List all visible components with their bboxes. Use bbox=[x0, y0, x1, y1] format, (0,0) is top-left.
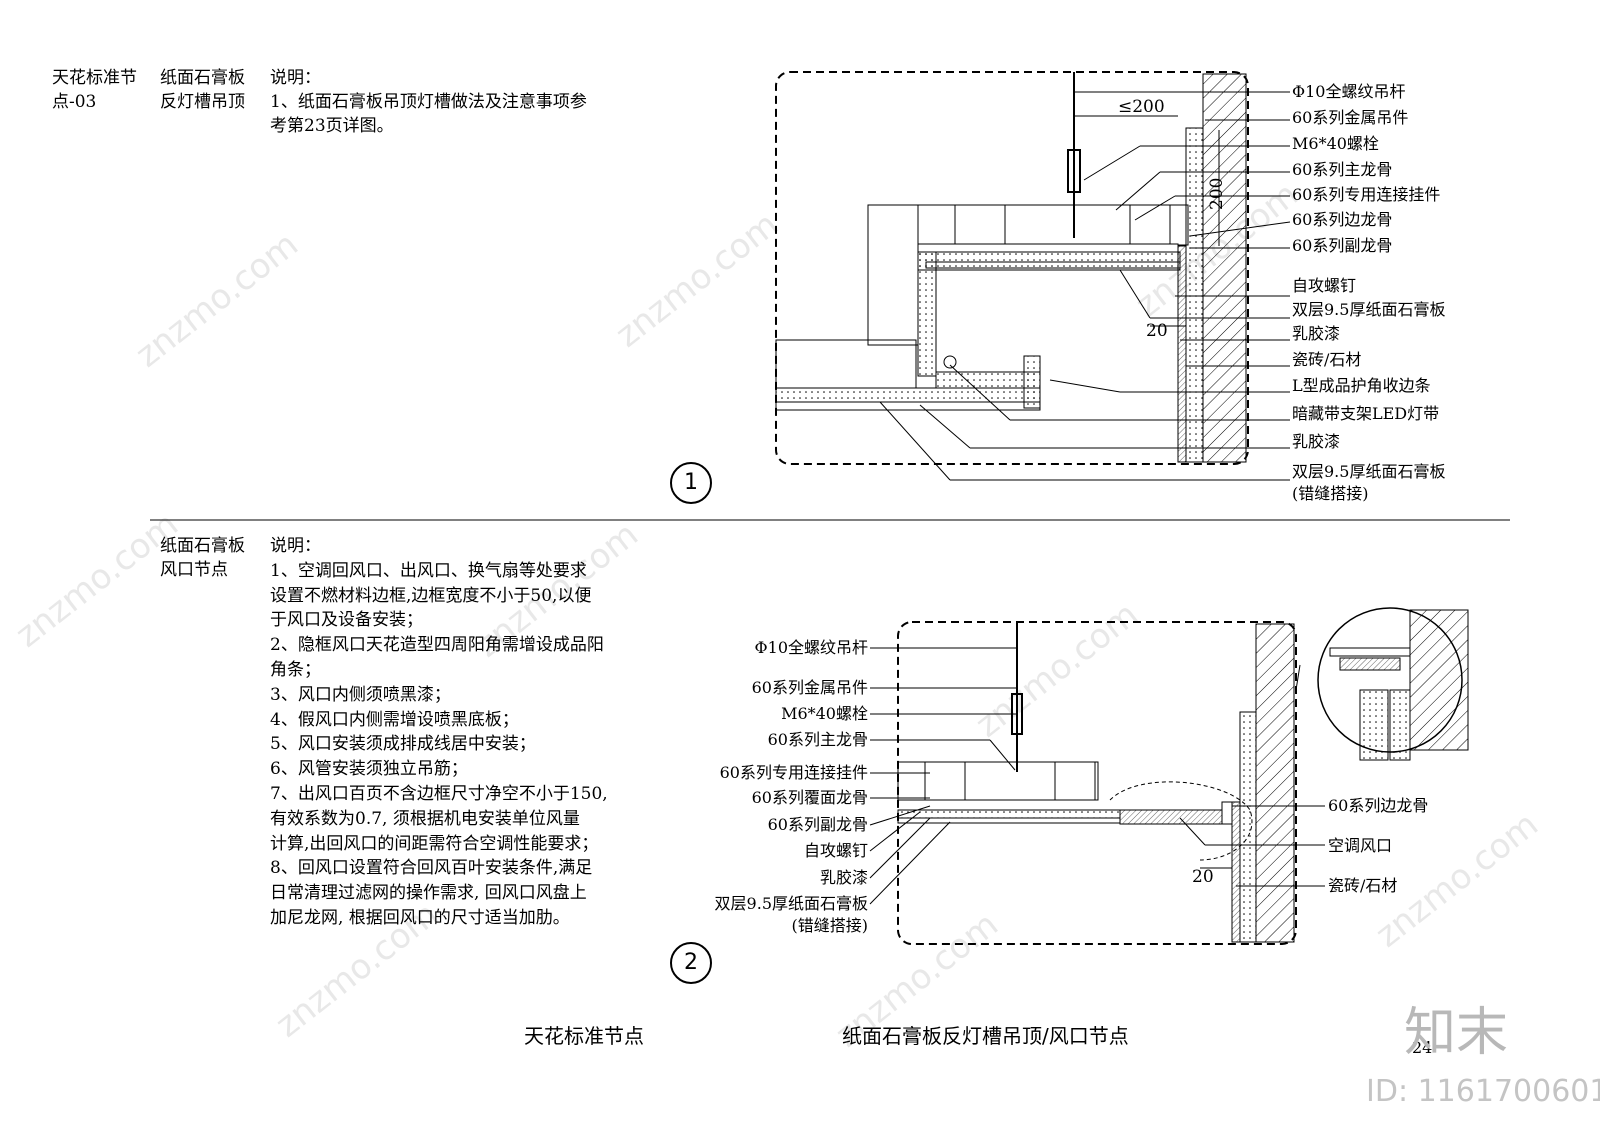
label-cover-channel: 60系列覆面龙骨 bbox=[751, 788, 868, 807]
section1-title: 天花标准节 点-03 bbox=[52, 66, 137, 114]
page-number: 24 bbox=[1412, 1038, 1433, 1057]
label-main-channel: 60系列主龙骨 bbox=[1292, 160, 1393, 179]
label-edge-channel: 60系列边龙骨 bbox=[1292, 210, 1393, 229]
label-led-strip: 暗藏带支架LED灯带 bbox=[1292, 404, 1440, 423]
section1-type: 纸面石膏板 反灯槽吊顶 bbox=[160, 66, 245, 114]
dim-vertical: 200 bbox=[1207, 178, 1227, 210]
label-bolt: M6*40螺栓 bbox=[781, 704, 868, 723]
label-gypsum-board-2: 双层9.5厚纸面石膏板 bbox=[1292, 462, 1446, 481]
image-id: ID: 1161700601 bbox=[1366, 1074, 1600, 1109]
note-line: 日常清理过滤网的操作需求, 回风口风盘上 bbox=[270, 883, 587, 904]
section1-title-line2: 点-03 bbox=[52, 92, 97, 112]
note-line: 考第23页详图。 bbox=[270, 116, 394, 136]
label-hanger-rod: Φ10全螺纹吊杆 bbox=[754, 638, 868, 657]
section1-notes: 说明： 1、纸面石膏板吊顶灯槽做法及注意事项参 考第23页详图。 bbox=[270, 66, 587, 138]
note-line: 5、风口安装须成排成线居中安装； bbox=[270, 734, 536, 755]
label-air-vent: 空调风口 bbox=[1328, 836, 1393, 855]
label-edge-channel: 60系列边龙骨 bbox=[1328, 796, 1429, 815]
detail-1: ≤200 200 20 bbox=[775, 71, 1291, 481]
detail-number-1: 1 bbox=[670, 462, 712, 504]
footer-left-title: 天花标准节点 bbox=[524, 1024, 644, 1048]
dim-gap-2: 20 bbox=[1192, 867, 1214, 887]
brand-logo: 知末 bbox=[1404, 1003, 1509, 1063]
section1-type-line2: 反灯槽吊顶 bbox=[160, 92, 245, 112]
note-line: 7、出风口百页不含边框尺寸净空不小于150, bbox=[270, 783, 608, 804]
detail-number-2: 2 bbox=[670, 942, 712, 984]
label-staggered: (错缝搭接) bbox=[791, 916, 869, 935]
note-line: 设置不燃材料边框,边框宽度不小于50,以便 bbox=[270, 585, 592, 606]
section1-labels: Φ10全螺纹吊杆 60系列金属吊件 M6*40螺栓 60系列主龙骨 60系列专用… bbox=[1292, 82, 1445, 504]
label-sub-channel: 60系列副龙骨 bbox=[767, 815, 868, 834]
label-latex-paint-2: 乳胶漆 bbox=[1292, 432, 1341, 451]
note-line: 3、风口内侧须喷黑漆； bbox=[270, 684, 451, 705]
note-line: 4、假风口内侧需增设喷黑底板； bbox=[270, 709, 519, 730]
section1-title-line1: 天花标准节 bbox=[52, 68, 137, 88]
section2-note-head: 说明： bbox=[270, 536, 321, 556]
label-latex-paint: 乳胶漆 bbox=[819, 868, 868, 887]
label-gypsum-board: 双层9.5厚纸面石膏板 bbox=[1292, 300, 1446, 319]
label-screw: 自攻螺钉 bbox=[803, 841, 868, 860]
note-line: 8、回风口设置符合回风百叶安装条件,满足 bbox=[270, 858, 593, 879]
note-line: 有效系数为0.7, 须根据机电安装单位风量 bbox=[270, 808, 580, 829]
label-metal-hanger: 60系列金属吊件 bbox=[751, 678, 868, 697]
note-line: 角条； bbox=[270, 659, 321, 680]
label-gypsum-board: 双层9.5厚纸面石膏板 bbox=[714, 894, 868, 913]
footer-right-title: 纸面石膏板反灯槽吊顶/风口节点 bbox=[842, 1024, 1129, 1048]
label-connector: 60系列专用连接挂件 bbox=[1292, 185, 1441, 204]
label-sub-channel: 60系列副龙骨 bbox=[1292, 236, 1393, 255]
note-line: 1、空调回风口、出风口、换气扇等处要求 bbox=[270, 560, 587, 581]
dim-spacing: ≤200 bbox=[1118, 97, 1165, 117]
note-line: 1、纸面石膏板吊顶灯槽做法及注意事项参 bbox=[270, 92, 587, 112]
dim-gap: 20 bbox=[1146, 321, 1168, 341]
section2-notes: 说明： 1、空调回风口、出风口、换气扇等处要求 设置不燃材料边框,边框宽度不小于… bbox=[270, 534, 608, 931]
label-latex-paint: 乳胶漆 bbox=[1292, 324, 1341, 343]
section2-type-line2: 风口节点 bbox=[160, 560, 228, 580]
section2-left-labels: Φ10全螺纹吊杆 60系列金属吊件 M6*40螺栓 60系列主龙骨 60系列专用… bbox=[715, 638, 868, 936]
section2-type-line1: 纸面石膏板 bbox=[160, 536, 245, 556]
section2-type: 纸面石膏板 风口节点 bbox=[160, 534, 245, 582]
detail-2: 20 bbox=[869, 607, 1469, 945]
label-tile-stone: 瓷砖/石材 bbox=[1328, 876, 1398, 895]
label-staggered: (错缝搭接) bbox=[1292, 484, 1369, 503]
label-main-channel: 60系列主龙骨 bbox=[767, 730, 868, 749]
note-line: 6、风管安装须独立吊筋； bbox=[270, 759, 468, 780]
label-tile-stone: 瓷砖/石材 bbox=[1292, 350, 1362, 369]
label-connector: 60系列专用连接挂件 bbox=[719, 763, 868, 782]
note-line: 加尼龙网, 根据回风口的尺寸适当加肋。 bbox=[270, 907, 570, 928]
note-line: 2、隐框风口天花造型四周阳角需增设成品阳 bbox=[270, 635, 604, 656]
label-screw: 自攻螺钉 bbox=[1292, 276, 1357, 295]
note-line: 于风口及设备安装； bbox=[270, 610, 423, 631]
label-hanger-rod: Φ10全螺纹吊杆 bbox=[1292, 82, 1406, 101]
label-metal-hanger: 60系列金属吊件 bbox=[1292, 108, 1409, 127]
label-bolt: M6*40螺栓 bbox=[1292, 134, 1379, 153]
note-line: 计算,出回风口的间距需符合空调性能要求； bbox=[270, 833, 599, 854]
label-l-trim: L型成品护角收边条 bbox=[1292, 376, 1431, 395]
section1-type-line1: 纸面石膏板 bbox=[160, 68, 245, 88]
section1-note-head: 说明： bbox=[270, 68, 321, 88]
